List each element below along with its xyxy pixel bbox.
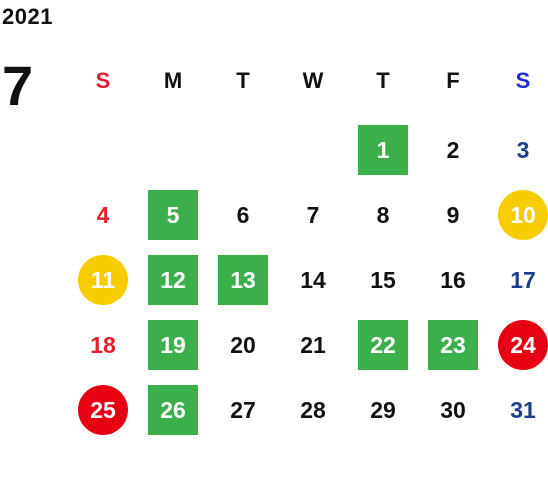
year-label: 2021 bbox=[2, 4, 53, 29]
day-cell: 8 bbox=[376, 202, 390, 228]
day-cell: 18 bbox=[90, 332, 116, 358]
day-cell: 13 bbox=[218, 255, 268, 305]
day-cell: 5 bbox=[148, 190, 198, 240]
day-cell: 26 bbox=[148, 385, 198, 435]
day-cell: 22 bbox=[358, 320, 408, 370]
day-cell: 9 bbox=[446, 202, 460, 228]
day-cell: 16 bbox=[440, 267, 466, 293]
day-cell: 11 bbox=[78, 255, 128, 305]
weekday-monday: M bbox=[163, 68, 183, 93]
day-cell: 23 bbox=[428, 320, 478, 370]
day-cell: 15 bbox=[370, 267, 396, 293]
weekday-friday: F bbox=[446, 68, 460, 93]
day-cell: 30 bbox=[440, 397, 466, 423]
day-cell: 14 bbox=[300, 267, 326, 293]
day-cell: 12 bbox=[148, 255, 198, 305]
day-cell: 19 bbox=[148, 320, 198, 370]
weekday-wednesday: W bbox=[302, 68, 324, 93]
day-cell: 24 bbox=[498, 320, 548, 370]
day-cell: 10 bbox=[498, 190, 548, 240]
day-cell: 27 bbox=[230, 397, 256, 423]
day-cell: 3 bbox=[516, 137, 530, 163]
day-cell: 4 bbox=[96, 202, 110, 228]
day-cell: 1 bbox=[358, 125, 408, 175]
day-cell: 6 bbox=[236, 202, 250, 228]
weekday-sunday: S bbox=[95, 68, 111, 93]
day-cell: 17 bbox=[510, 267, 536, 293]
weekday-saturday: S bbox=[515, 68, 531, 93]
day-cell: 31 bbox=[510, 397, 536, 423]
weekday-tuesday: T bbox=[236, 68, 250, 93]
day-cell: 25 bbox=[78, 385, 128, 435]
day-cell: 2 bbox=[446, 137, 460, 163]
day-cell: 28 bbox=[300, 397, 326, 423]
day-cell: 21 bbox=[300, 332, 326, 358]
day-cell: 20 bbox=[230, 332, 256, 358]
month-number: 7 bbox=[2, 54, 34, 117]
day-cell: 7 bbox=[306, 202, 320, 228]
weekday-thursday: T bbox=[376, 68, 390, 93]
day-cell: 29 bbox=[370, 397, 396, 423]
